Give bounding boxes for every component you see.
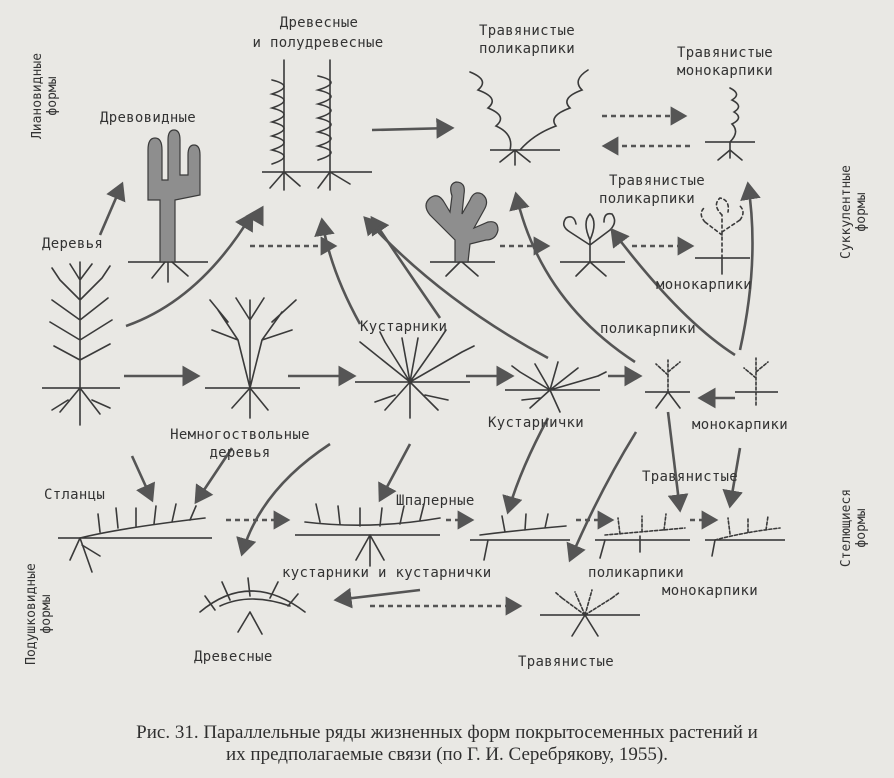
side-label-lianovidnye-line1: Лиановидные [30, 52, 45, 140]
label-monokarpiki-right: монокарпики [692, 417, 789, 433]
connection-arrows [98, 117, 761, 609]
side-label-sukkulentnye: Суккулентные формы [839, 147, 871, 277]
plant-shrub [355, 329, 475, 419]
label-derevya-nemnogostvolnye: деревья [209, 445, 271, 461]
label-drevovidnye: Древовидные [100, 110, 197, 126]
label-i-poludrevesnye: и полудревесные [252, 35, 384, 51]
plant-creeping-elfin [58, 503, 212, 573]
label-kustarnichki: Кустарнички [488, 415, 585, 431]
label-nemnogostvolnye: Немногоствольные [170, 427, 310, 443]
side-label-lianovidnye-line2: формы [45, 76, 60, 116]
plant-tree [42, 261, 120, 426]
connection-arrows-dashed [226, 106, 719, 616]
label-travyanistye-low: Травянистые [642, 469, 739, 485]
label-derevya: Деревья [42, 236, 104, 252]
label-travyanistye-bottom: Травянистые [518, 654, 615, 670]
plant-liana-herb-monocarpic [705, 87, 755, 161]
plant-cushion-woody [199, 577, 306, 635]
plant-dwarf-shrub [505, 361, 607, 413]
label-drevesnye-low: Древесные [194, 649, 273, 665]
label-monokarpiki-top: монокарпики [676, 63, 774, 79]
plant-trellis-shrub [295, 503, 441, 567]
plant-cushion-herb [540, 589, 640, 637]
plant-herb-monocarpic [735, 357, 778, 406]
side-label-podushkovidnye-line2: формы [39, 594, 54, 634]
caption-line-1: Рис. 31. Параллельные ряды жизненных фор… [136, 722, 758, 743]
plant-few-stemmed-tree [205, 297, 300, 419]
plant-succulent-polycarpic [425, 181, 499, 277]
caption-line-2: их предполагаемые связи (по Г. И. Серебр… [226, 744, 668, 765]
label-travyanistye-top: Травянистые [478, 23, 576, 39]
plant-liana-woody [262, 59, 372, 191]
side-label-podushkovidnye-line1: Подушковидные [24, 563, 39, 665]
side-label-podushkovidnye: Подушковидные формы [24, 544, 56, 684]
label-polikarpiki-right: поликарпики [600, 321, 697, 337]
label-polikarpiki-mid: поликарпики [598, 191, 696, 207]
label-drevesnye: Древесные [279, 15, 359, 31]
plant-creeping-herb-monocarpic [705, 515, 785, 557]
label-monokarpiki-low: монокарпики [662, 583, 759, 599]
side-label-sukkulentnye-line1: Суккулентные [839, 165, 854, 259]
side-label-stelyushchiesya: Стелющиеся формы [839, 465, 871, 591]
label-monokarpiki-mid: монокарпики [656, 277, 753, 293]
side-label-sukkulentnye-line2: формы [854, 192, 869, 232]
label-stlantsy: Стланцы [44, 487, 106, 503]
side-label-stelyushchiesya-line1: Стелющиеся [839, 488, 854, 568]
side-label-stelyushchiesya-line2: формы [854, 508, 869, 548]
side-label-lianovidnye: Лиановидные формы [30, 36, 62, 156]
label-kustarniki: Кустарники [360, 319, 448, 335]
label-polikarpiki-low: поликарпики [588, 565, 685, 581]
label-travyanistye-top-right: Травянистые [676, 45, 774, 61]
plant-liana-herb-polycarpic [469, 69, 589, 166]
plant-herb-polycarpic [645, 359, 690, 409]
label-shpalernye: Шпалерные [396, 493, 475, 509]
label-kustarniki-i-kustarnichki: кустарники и кустарнички [282, 565, 492, 581]
label-polikarpiki-top: поликарпики [478, 41, 576, 57]
label-travyanistye-mid: Травянистые [608, 173, 706, 189]
plant-trellis-dwarf-shrub [470, 513, 570, 561]
figure-caption: Рис. 31. Параллельные ряды жизненных фор… [10, 722, 884, 766]
plant-cactus [128, 129, 208, 283]
plant-succulent-polycarpic-light [560, 212, 625, 277]
plant-succulent-monocarpic [695, 197, 750, 275]
plant-creeping-herb-polycarpic [595, 513, 690, 559]
